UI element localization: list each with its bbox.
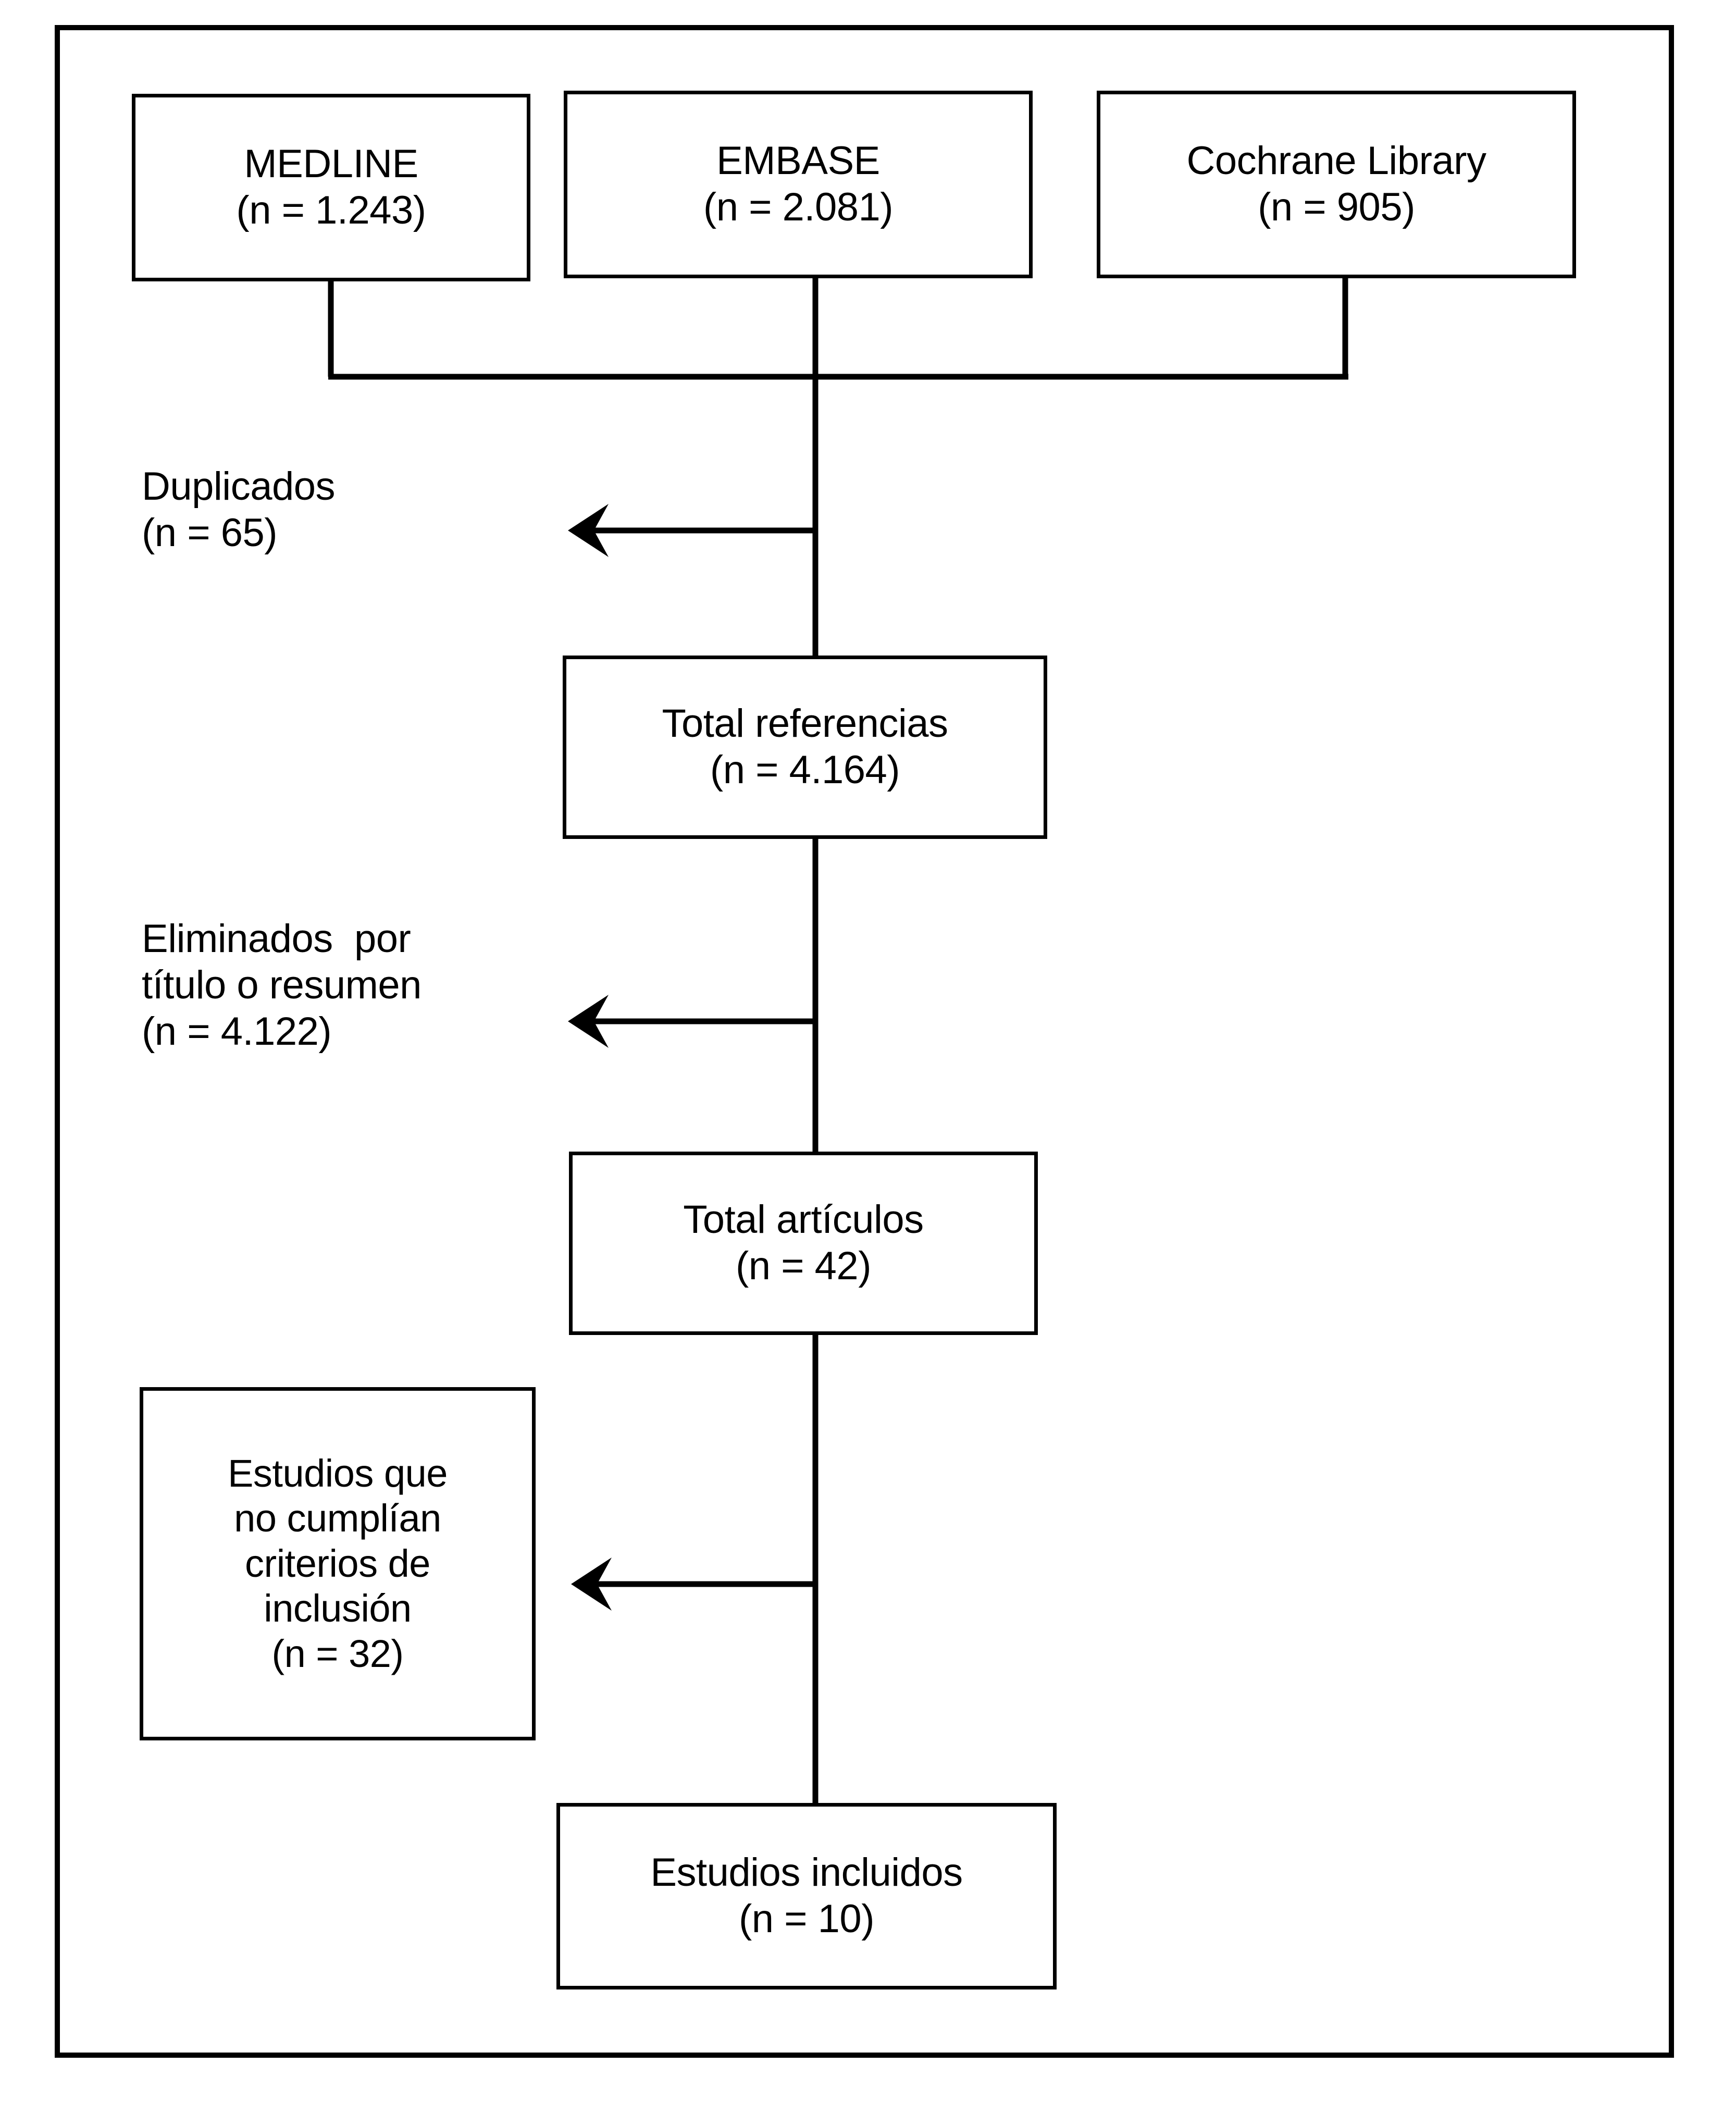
exclusion-criterios-line1: Estudios que (228, 1451, 448, 1495)
source-box-embase: EMBASE (n = 2.081) (564, 91, 1033, 278)
exclusion-titulo-resumen-count: (n = 4.122) (142, 1009, 332, 1054)
stage-estudios-incluidos-count: (n = 10) (738, 1897, 875, 1941)
stage-box-estudios-incluidos: Estudios incluidos (n = 10) (556, 1803, 1057, 1989)
source-cochrane-name: Cochrane Library (1186, 139, 1486, 183)
source-box-medline: MEDLINE (n = 1.243) (132, 94, 530, 281)
source-cochrane-count: (n = 905) (1258, 185, 1415, 229)
source-medline-name: MEDLINE (244, 142, 418, 187)
stage-total-referencias-label: Total referencias (662, 701, 948, 746)
exclusion-duplicados-text: Duplicados (142, 464, 336, 509)
exclusion-titulo-resumen-line2: título o resumen (142, 962, 421, 1007)
stage-box-total-articulos: Total artículos (n = 42) (569, 1152, 1038, 1335)
source-medline-count: (n = 1.243) (236, 188, 426, 232)
source-embase-name: EMBASE (716, 139, 880, 183)
exclusion-criterios-line4: inclusión (264, 1587, 412, 1630)
exclusion-box-criterios-inclusion: Estudios que no cumplían criterios de in… (140, 1387, 536, 1740)
exclusion-criterios-line2: no cumplían (234, 1497, 441, 1540)
exclusion-label-titulo-resumen: Eliminados por título o resumen (n = 4.1… (142, 916, 569, 1055)
stage-total-articulos-count: (n = 42) (735, 1244, 872, 1288)
stage-total-referencias-count: (n = 4.164) (710, 748, 900, 792)
source-box-cochrane: Cochrane Library (n = 905) (1097, 91, 1576, 278)
stage-box-total-referencias: Total referencias (n = 4.164) (563, 656, 1047, 839)
exclusion-duplicados-count: (n = 65) (142, 510, 278, 555)
source-embase-count: (n = 2.081) (703, 185, 894, 229)
exclusion-titulo-resumen-line1: Eliminados por (142, 917, 411, 961)
exclusion-criterios-line3: criterios de (245, 1541, 430, 1585)
stage-estudios-incluidos-label: Estudios incluidos (650, 1850, 963, 1895)
stage-total-articulos-label: Total artículos (683, 1197, 924, 1242)
exclusion-label-duplicados: Duplicados (n = 65) (142, 464, 538, 557)
exclusion-criterios-count: (n = 32) (271, 1632, 404, 1675)
